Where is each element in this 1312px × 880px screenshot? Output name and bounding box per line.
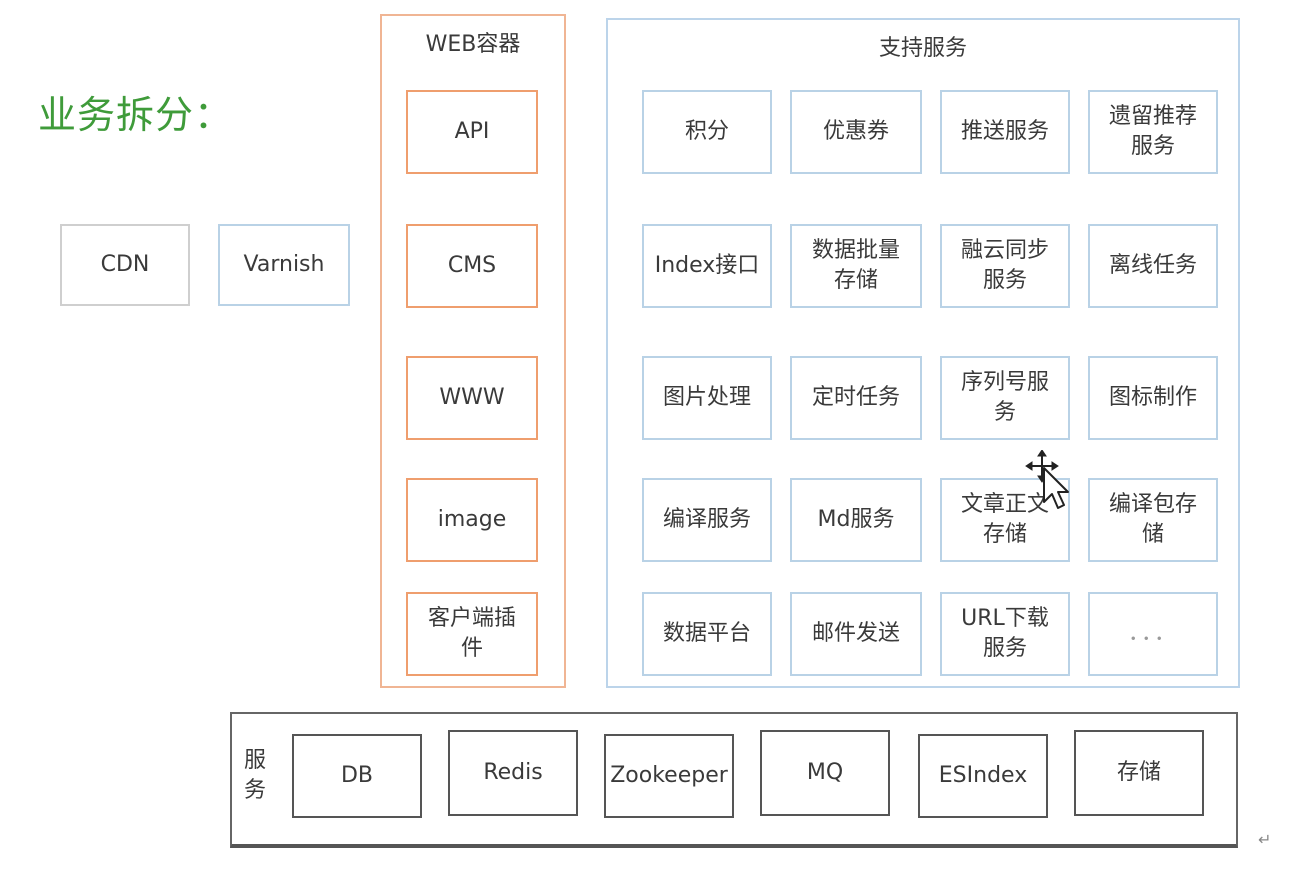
service-item-redis: Redis xyxy=(448,730,578,816)
page-title: 业务拆分： xyxy=(38,93,234,137)
support-item-push-service: 推送服务 xyxy=(940,90,1070,174)
support-item-offline-task: 离线任务 xyxy=(1088,224,1218,308)
base-services-label: 服 务 xyxy=(243,748,266,803)
service-item-db: DB xyxy=(292,734,422,818)
support-item-email-sending: 邮件发送 xyxy=(790,592,922,676)
web-container-frame xyxy=(380,14,566,688)
web-container-title: WEB容器 xyxy=(425,32,521,57)
service-item-storage: 存储 xyxy=(1074,730,1204,816)
support-item-legacy-recommend: 遗留推荐 服务 xyxy=(1088,90,1218,174)
support-services-title: 支持服务 xyxy=(878,36,967,61)
service-item-mq: MQ xyxy=(760,730,890,816)
base-services-frame xyxy=(230,712,1238,848)
web-item-api: API xyxy=(406,90,538,174)
support-item-compile-package-storage: 编译包存 储 xyxy=(1088,478,1218,562)
support-item-batch-storage: 数据批量 存储 xyxy=(790,224,922,308)
service-item-esindex: ESIndex xyxy=(918,734,1048,818)
support-item-index-api: Index接口 xyxy=(642,224,772,308)
support-item-article-storage: 文章正文 存储 xyxy=(940,478,1070,562)
support-item-coupon: 优惠券 xyxy=(790,90,922,174)
web-item-www: WWW xyxy=(406,356,538,440)
web-item-cms: CMS xyxy=(406,224,538,308)
support-item-compile-service: 编译服务 xyxy=(642,478,772,562)
support-item-icon-making: 图标制作 xyxy=(1088,356,1218,440)
move-cursor-icon xyxy=(1025,450,1069,509)
support-item-scheduled-task: 定时任务 xyxy=(790,356,922,440)
web-item-image: image xyxy=(406,478,538,562)
web-item-client-plugin: 客户端插 件 xyxy=(406,592,538,676)
support-item-sequence-service: 序列号服 务 xyxy=(940,356,1070,440)
return-mark: ↵ xyxy=(1258,830,1272,849)
varnish-box: Varnish xyxy=(218,224,350,306)
support-item-ellipsis: ．．． xyxy=(1088,592,1218,676)
support-item-points: 积分 xyxy=(642,90,772,174)
cdn-box: CDN xyxy=(60,224,190,306)
support-item-url-download: URL下载 服务 xyxy=(940,592,1070,676)
service-item-zookeeper: Zookeeper xyxy=(604,734,734,818)
support-item-rongcloud-sync: 融云同步 服务 xyxy=(940,224,1070,308)
support-item-image-processing: 图片处理 xyxy=(642,356,772,440)
support-item-data-platform: 数据平台 xyxy=(642,592,772,676)
support-item-md-service: Md服务 xyxy=(790,478,922,562)
support-services-frame xyxy=(606,18,1240,688)
